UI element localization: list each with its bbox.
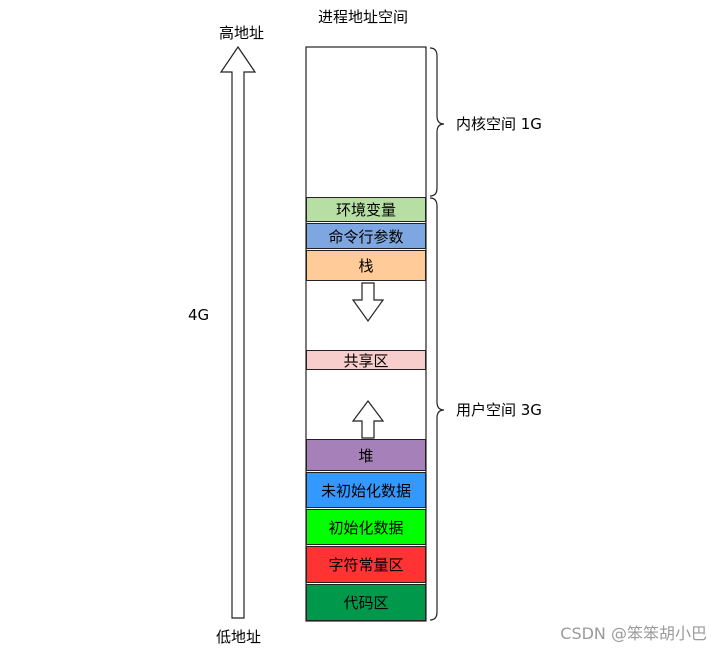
heap-growth-up-arrow [351,400,385,439]
segment-text: 代码区 [306,584,426,621]
segment-bss-label: 未初始化数据 [320,481,411,500]
segment-text-label: 代码区 [343,594,389,612]
segment-rodata-label: 字符常量区 [328,556,404,574]
low-address-label: 低地址 [216,628,262,646]
segment-shared-label: 共享区 [343,351,389,370]
segment-args: 命令行参数 [306,223,426,249]
segment-shared: 共享区 [306,350,426,370]
segment-env: 环境变量 [306,197,426,222]
segment-data: 初始化数据 [306,509,426,545]
segment-rodata: 字符常量区 [306,546,426,583]
address-direction-arrow [219,45,257,619]
segment-heap: 堆 [306,439,426,471]
address-size-label: 4G [188,306,210,324]
segment-bss: 未初始化数据 [306,472,426,508]
kernel-space-brace [429,47,445,197]
high-address-label: 高地址 [219,24,265,42]
watermark: CSDN @笨笨胡小巴 [560,624,707,643]
diagram-title: 进程地址空间 [318,8,409,26]
segment-stack-label: 栈 [358,257,374,275]
user-space-label: 用户空间 3G [456,401,542,419]
segment-data-label: 初始化数据 [328,518,404,537]
segment-args-label: 命令行参数 [328,227,404,246]
segment-heap-label: 堆 [358,446,374,465]
user-space-brace [429,197,445,621]
kernel-space-label: 内核空间 1G [456,115,542,133]
segment-stack: 栈 [306,250,426,281]
segment-env-label: 环境变量 [335,201,396,219]
stack-growth-down-arrow [351,282,385,323]
